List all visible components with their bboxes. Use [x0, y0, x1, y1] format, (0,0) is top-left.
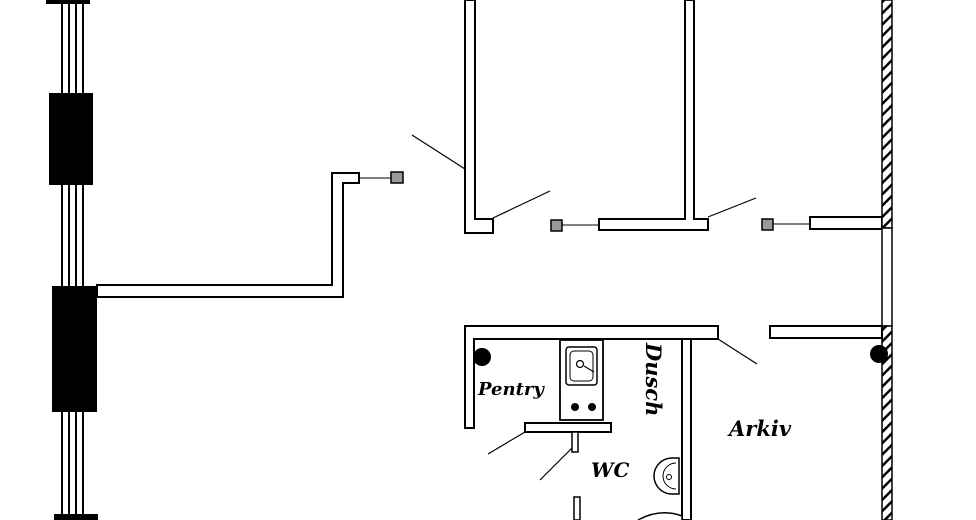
door-swing-left-office-2: [492, 190, 551, 219]
arkiv-right-wall: [769, 325, 883, 339]
pentry-counter-wall: [524, 422, 612, 433]
room-label-dusch: Dusch: [641, 342, 666, 416]
left-exterior-wall: [61, 0, 84, 520]
wall-pillar-bottom-cap: [54, 514, 98, 520]
wall-pillar-upper: [49, 93, 93, 185]
lower-rooms-top-wall: [464, 325, 719, 429]
door-swing-mid-office: [707, 197, 757, 218]
column-right: [870, 345, 888, 363]
room-label-arkiv: Arkiv: [727, 416, 792, 441]
washbasin-icon: [653, 457, 680, 495]
wall-socket-mid: [550, 219, 563, 232]
kitchen-counter: [559, 339, 604, 421]
door-swing-arkiv: [717, 338, 758, 365]
column-left: [473, 348, 491, 366]
door-swing-pentry: [487, 431, 526, 455]
stove-burner-icon-2: [588, 403, 596, 411]
right-window-opening: [881, 227, 893, 327]
stove-burner-icon: [571, 403, 579, 411]
toilet-icon: [637, 512, 683, 520]
dusch-arkiv-wall: [681, 338, 692, 520]
room-label-pentry: Pentry: [477, 379, 545, 400]
office-wall-left: [464, 0, 494, 234]
room-label-wc: WC: [591, 458, 629, 482]
wall-pillar-lower: [52, 286, 97, 412]
wall-socket-right: [761, 218, 774, 231]
wall-socket-left: [390, 171, 404, 184]
door-swing-wc: [539, 447, 573, 481]
wc-wall-lower: [573, 496, 581, 520]
wall-pillar-top-cap: [46, 0, 90, 4]
door-swing-left-office: [411, 134, 466, 170]
office-wall-right: [809, 216, 883, 230]
right-exterior-wall-upper: [881, 0, 893, 229]
office-wall-middle: [598, 0, 709, 231]
interior-wall-left: [96, 172, 360, 298]
wc-wall-stub: [571, 431, 579, 453]
right-exterior-wall-lower: [881, 325, 893, 520]
